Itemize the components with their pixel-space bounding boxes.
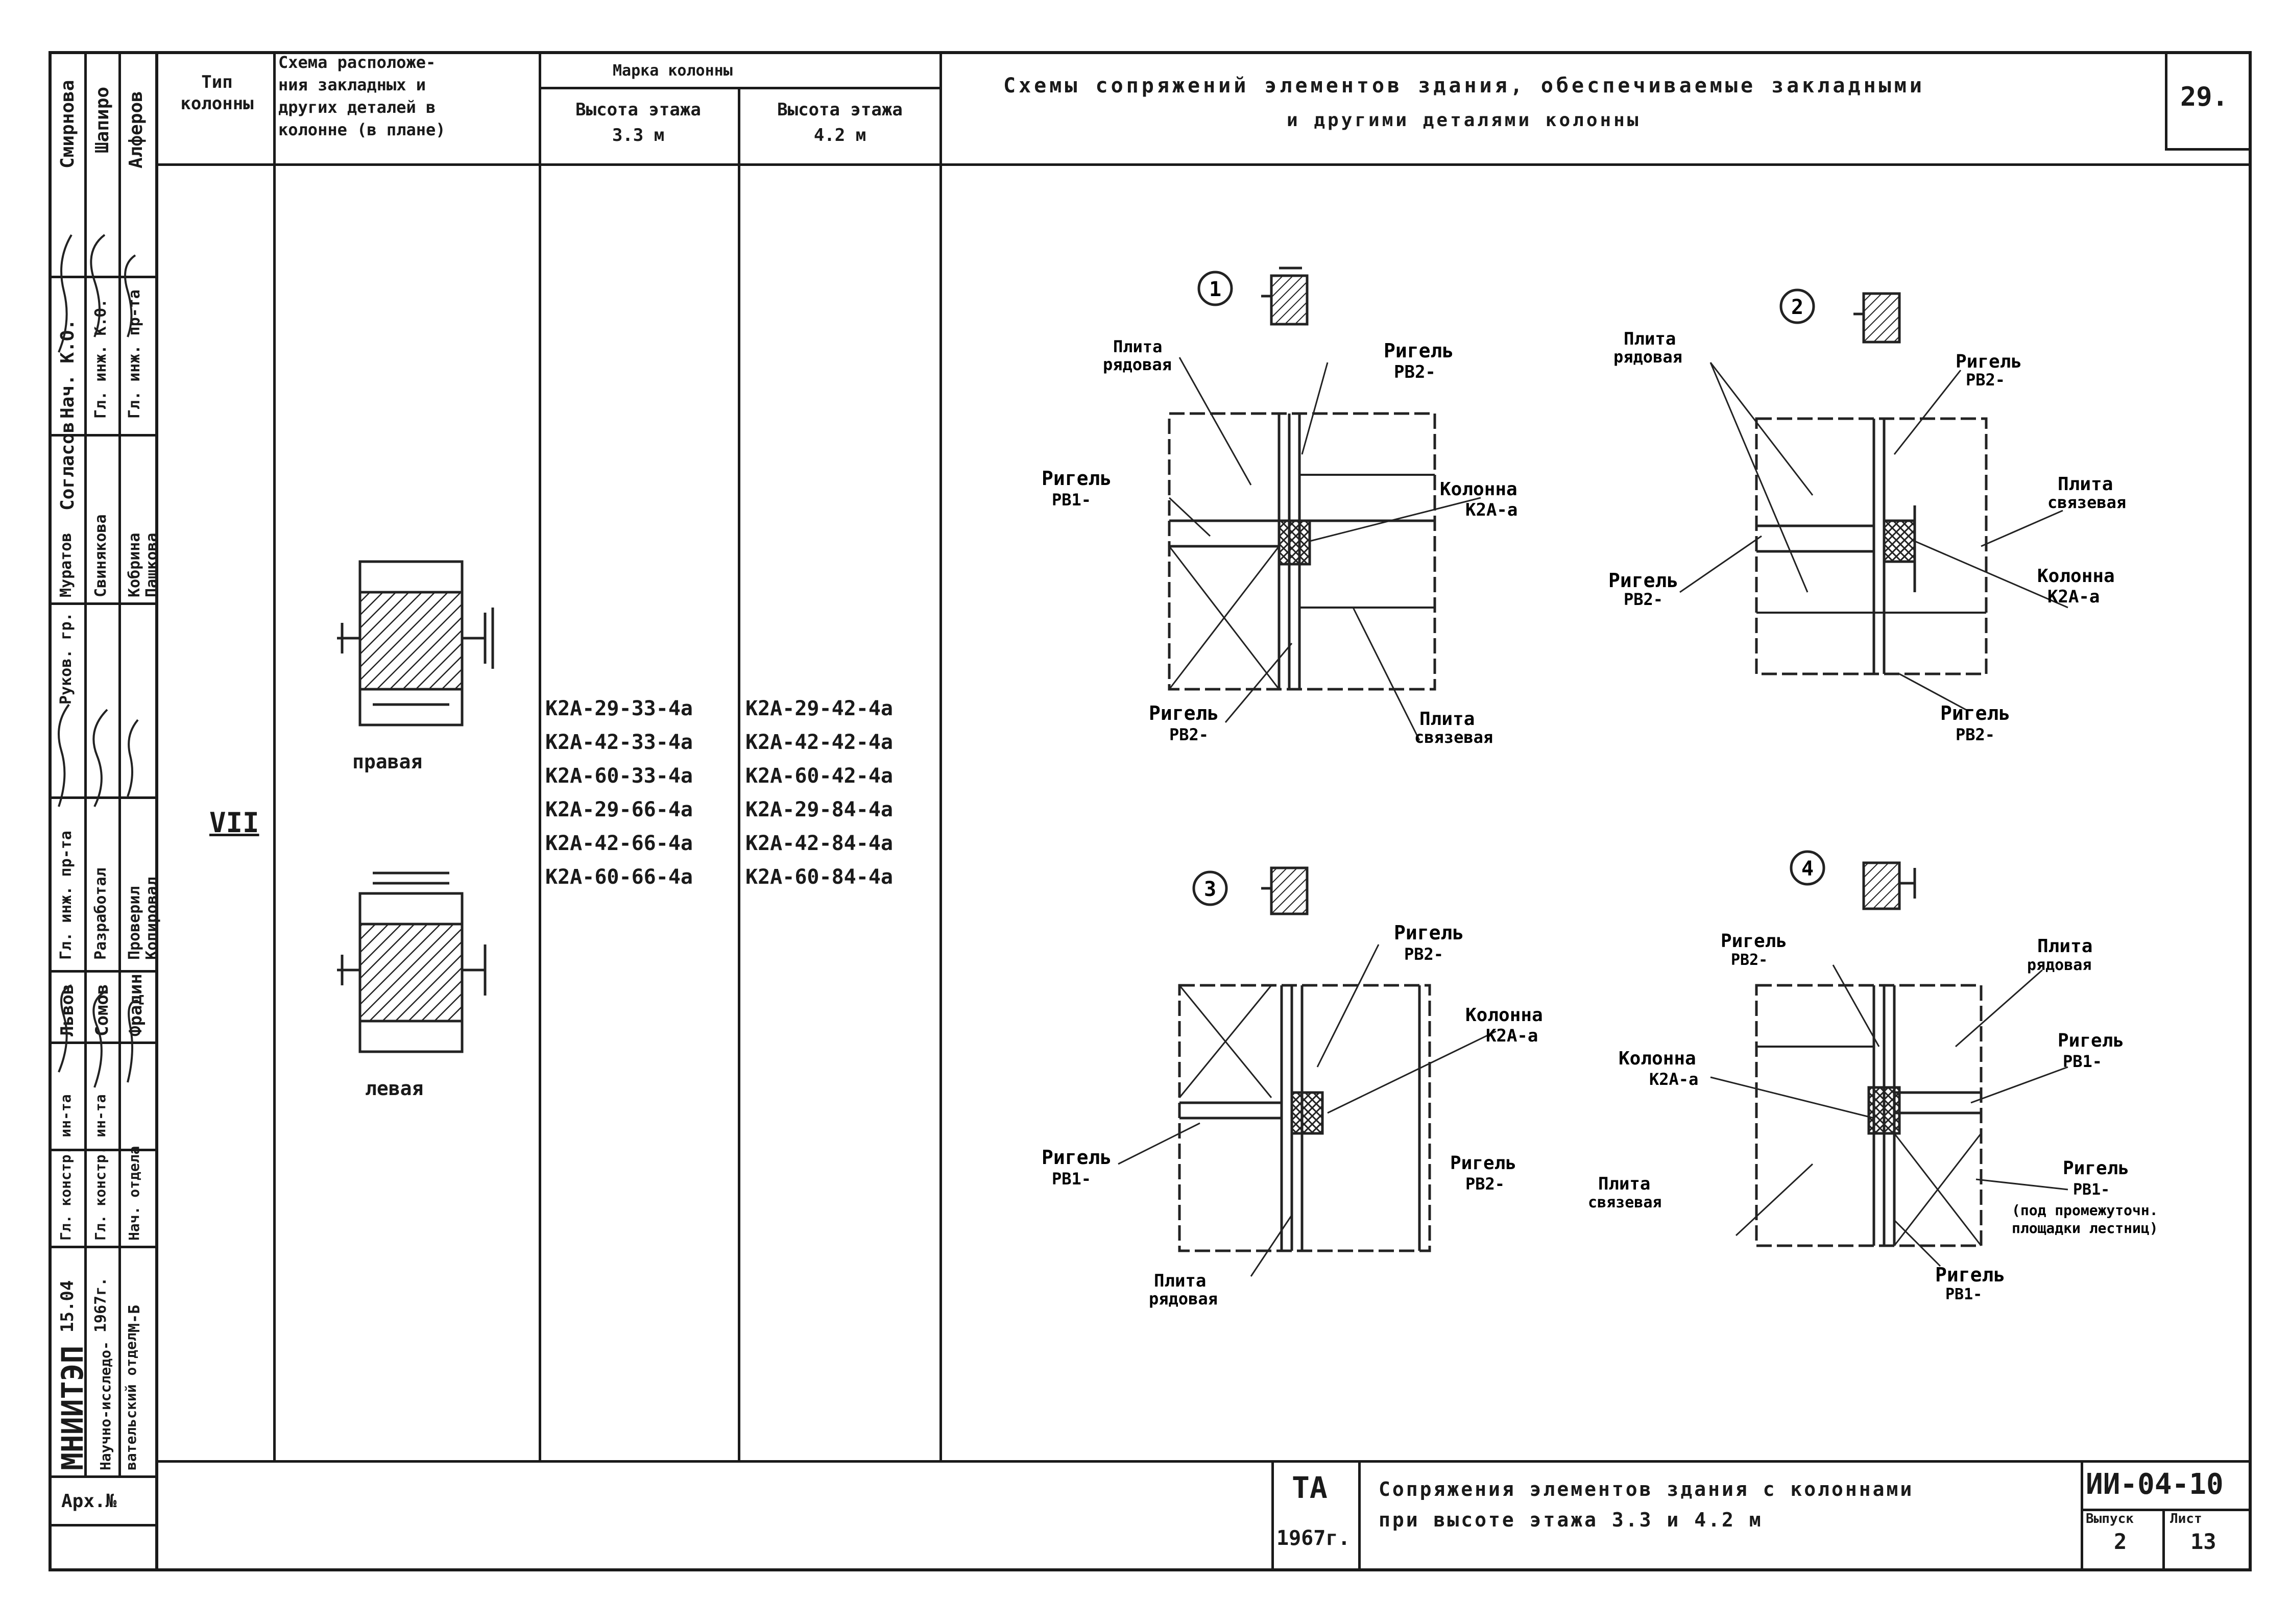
svg-text:РВ1-: РВ1- [1052, 1169, 1091, 1189]
svg-text:4: 4 [1801, 857, 1814, 881]
mark-42: К2А-60-42-4а [745, 764, 893, 788]
svg-text:связевая: связевая [2047, 493, 2126, 512]
title-block-code: ИИ-04-10 [2086, 1468, 2224, 1501]
header-scheme: Схема расположе-ния закладных и других д… [278, 53, 446, 139]
svg-text:Плита: Плита [1154, 1271, 1206, 1291]
mark-33: К2А-42-66-4а [545, 832, 693, 855]
svg-text:Ригель: Ригель [1450, 1153, 1516, 1174]
svg-text:Ригель: Ригель [1042, 467, 1112, 490]
svg-text:РВ1-: РВ1- [2073, 1181, 2110, 1199]
sheet-number: 29. [2180, 82, 2228, 112]
scheme-left-diagram [337, 871, 487, 1053]
svg-text:Плита: Плита [1419, 709, 1475, 730]
svg-text:Колонна: Колонна [1465, 1005, 1543, 1026]
scheme-right-label: правая [352, 750, 423, 773]
svg-text:рядовая: рядовая [2027, 956, 2091, 974]
joint-diagrams: 1 Плита рядовая Ригель РВ2- Ригель РВ1- … [1042, 266, 2158, 1308]
scheme-left-label: левая [365, 1077, 424, 1100]
type-value: VII [209, 807, 259, 839]
diagram-2: 2 Плита рядовая Ригель РВ2- Плита связев… [1608, 288, 2126, 744]
diagram-4: 4 Ригель РВ2- Плита рядовая Колонна К2А-… [1588, 850, 2158, 1303]
marks-33-list: К2А-29-33-4а К2А-42-33-4а К2А-60-33-4а К… [545, 692, 693, 894]
svg-text:РВ2-: РВ2- [1169, 725, 1209, 744]
svg-text:К2А-а: К2А-а [1486, 1026, 1538, 1046]
svg-text:связевая: связевая [1414, 728, 1493, 747]
svg-text:Ригель: Ригель [1940, 702, 2010, 724]
title-block-desc-2: при высоте этажа 3.3 и 4.2 м [1379, 1509, 1763, 1531]
svg-text:Ригель: Ригель [1394, 922, 1464, 944]
svg-text:Плита: Плита [1113, 337, 1162, 356]
title-block-list-label: Лист [2170, 1511, 2202, 1526]
svg-text:связевая: связевая [1588, 1194, 1662, 1211]
stamp-strip-frame [49, 51, 158, 1571]
svg-text:Ригель: Ригель [1721, 931, 1787, 952]
mark-33: К2А-29-33-4а [545, 697, 693, 720]
svg-text:РВ1-: РВ1- [2063, 1052, 2102, 1071]
mark-42: К2А-42-42-4а [745, 731, 893, 754]
svg-text:Ригель: Ригель [1042, 1146, 1112, 1169]
svg-text:рядовая: рядовая [1103, 355, 1172, 374]
title-block-list: 13 [2190, 1529, 2216, 1554]
svg-text:РВ2-: РВ2- [1394, 362, 1436, 382]
title-block-vypusk-label: Выпуск [2086, 1511, 2134, 1526]
svg-text:площадки лестниц): площадки лестниц) [2012, 1220, 2158, 1237]
svg-text:РВ1-: РВ1- [1945, 1286, 1982, 1303]
svg-text:Ригель: Ригель [2063, 1158, 2129, 1179]
svg-text:(под промежуточн.: (под промежуточн. [2012, 1202, 2158, 1219]
svg-text:Колонна: Колонна [1619, 1048, 1696, 1069]
svg-text:Плита: Плита [1598, 1174, 1650, 1194]
svg-text:рядовая: рядовая [1149, 1289, 1218, 1308]
svg-text:Ригель: Ригель [2058, 1030, 2124, 1051]
svg-text:РВ2-: РВ2- [1731, 951, 1768, 969]
main-title-line-1: Схемы сопряжений элементов здания, обесп… [1003, 74, 1925, 98]
diagram-number: 1 [1209, 278, 1221, 301]
mark-42: К2А-60-84-4а [745, 865, 893, 889]
svg-text:Плита: Плита [1624, 329, 1676, 349]
title-block-ta: ТА [1292, 1470, 1328, 1505]
mark-33: К2А-42-33-4а [545, 731, 693, 754]
title-block-year: 1967г. [1276, 1526, 1351, 1550]
mark-33: К2А-60-66-4а [545, 865, 693, 889]
svg-text:Ригель: Ригель [1149, 702, 1219, 724]
svg-text:Плита: Плита [2037, 936, 2092, 957]
svg-text:К2А-а: К2А-а [1465, 500, 1517, 520]
svg-text:рядовая: рядовая [1613, 347, 1682, 367]
header-marka: Марка колонны [613, 62, 733, 80]
marks-42-list: К2А-29-42-4а К2А-42-42-4а К2А-60-42-4а К… [745, 692, 893, 894]
main-title-line-2: и другими деталями колонны [1287, 110, 1641, 131]
diagram-1: 1 Плита рядовая Ригель РВ2- Ригель РВ1- … [1042, 266, 1517, 747]
svg-text:3: 3 [1204, 878, 1216, 901]
svg-text:Ригель: Ригель [1935, 1264, 2005, 1286]
title-block-vypusk: 2 [2114, 1529, 2127, 1554]
svg-text:Ригель: Ригель [1608, 569, 1678, 592]
svg-text:РВ1-: РВ1- [1052, 490, 1091, 510]
svg-text:РВ2-: РВ2- [1624, 590, 1663, 609]
svg-text:К2А-а: К2А-а [1649, 1070, 1698, 1089]
svg-text:Ригель: Ригель [1956, 351, 2022, 372]
mark-33: К2А-29-66-4а [545, 798, 693, 821]
svg-text:РВ2-: РВ2- [1956, 725, 1995, 744]
svg-text:Колонна: Колонна [1440, 479, 1517, 500]
mark-42: К2А-42-84-4а [745, 832, 893, 855]
svg-text:Ригель: Ригель [1384, 340, 1454, 362]
stamp-arch: Арх.№ [61, 1491, 117, 1512]
diagram-3: 3 Ригель РВ2- Колонна К2А-а Ригель РВ1- … [1042, 866, 1543, 1308]
title-block-desc-1: Сопряжения элементов здания с колоннами [1379, 1478, 1914, 1500]
svg-text:К2А-а: К2А-а [2047, 587, 2100, 607]
svg-text:2: 2 [1791, 296, 1803, 319]
svg-text:Плита: Плита [2058, 474, 2113, 495]
mark-42: К2А-29-84-4а [745, 798, 893, 821]
svg-text:РВ2-: РВ2- [1966, 370, 2005, 390]
svg-text:Колонна: Колонна [2037, 566, 2115, 587]
scheme-right-diagram [337, 560, 494, 726]
svg-text:РВ2-: РВ2- [1404, 944, 1443, 964]
mark-33: К2А-60-33-4а [545, 764, 693, 788]
svg-text:РВ2-: РВ2- [1465, 1174, 1505, 1194]
mark-42: К2А-29-42-4а [745, 697, 893, 720]
signatures [58, 234, 139, 1088]
